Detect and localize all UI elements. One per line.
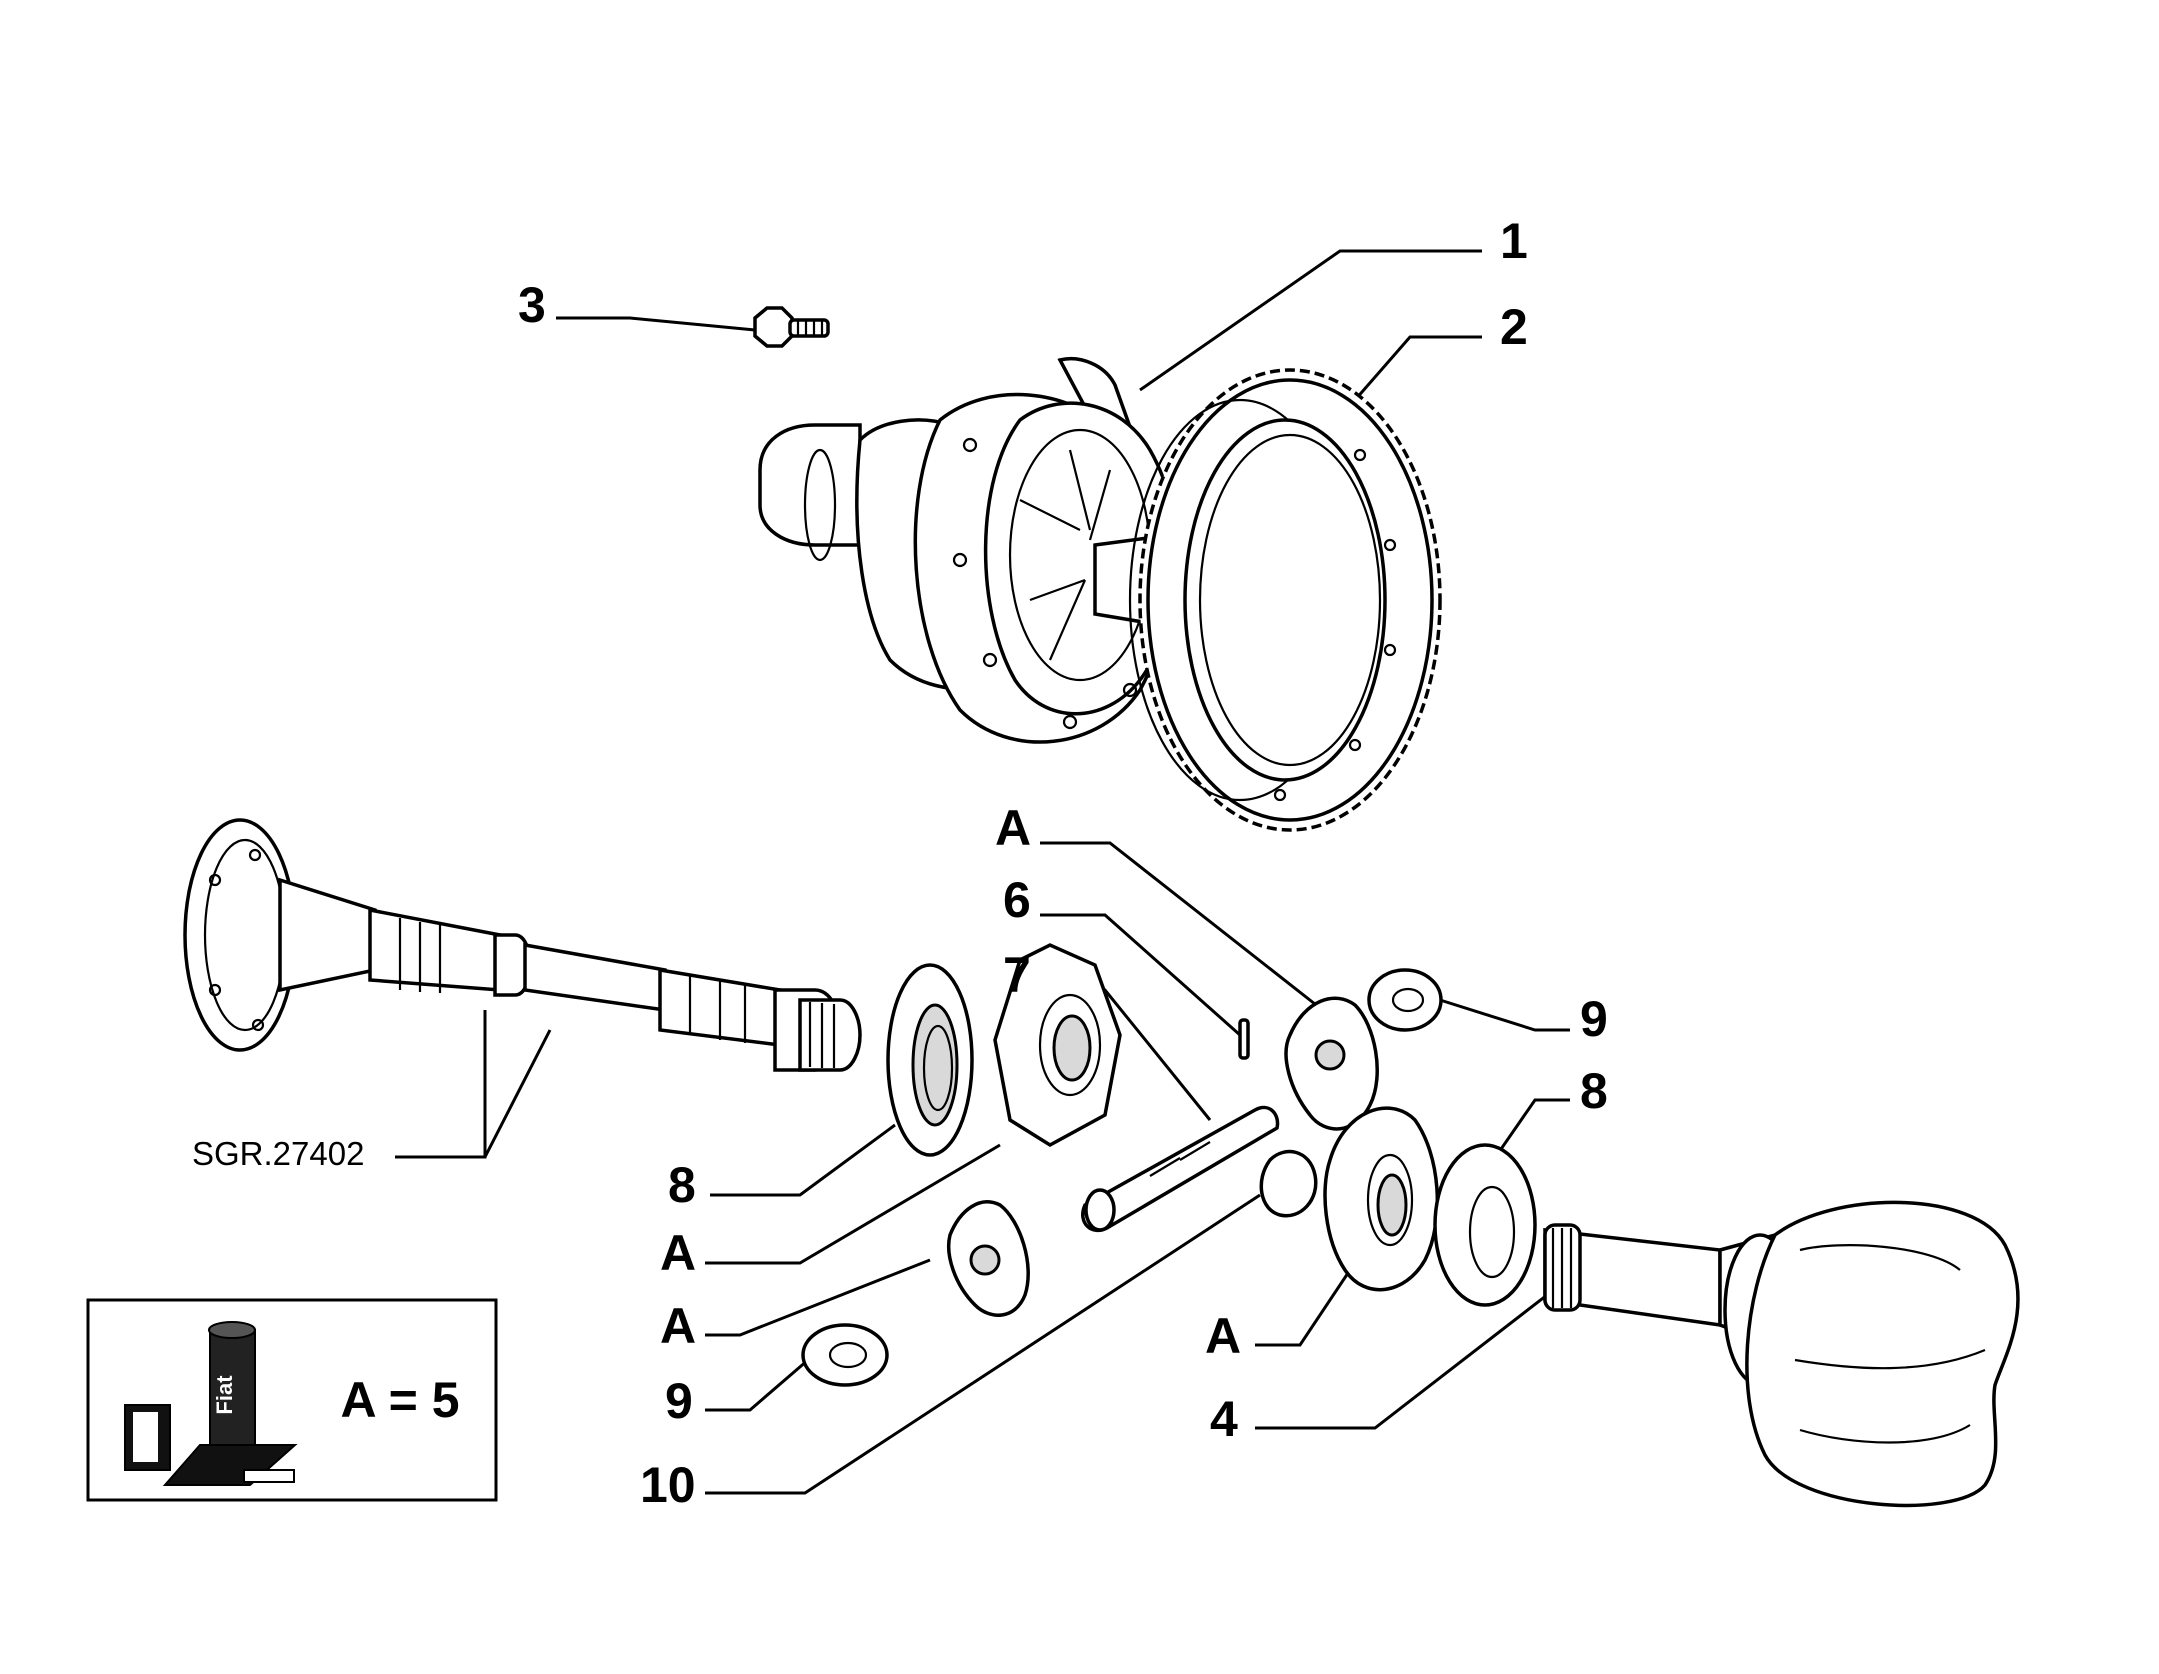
- callout-A-top: A: [995, 800, 1031, 856]
- callout-3: 3: [518, 277, 546, 333]
- leader-1: [1139, 249, 1482, 392]
- leader-code-b: [483, 1029, 552, 1158]
- leader-A-left2: [705, 1258, 931, 1337]
- leader-6: [1040, 913, 1241, 1037]
- callout-4: 4: [1210, 1391, 1238, 1447]
- side-gear-left: [993, 943, 1122, 1148]
- leader-2: [1353, 335, 1482, 401]
- callout-7: 7: [1003, 947, 1031, 1003]
- callout-8-right: 8: [1580, 1063, 1608, 1119]
- legend-equation: A = 5: [340, 1372, 459, 1428]
- callout-A-left2: A: [660, 1298, 696, 1354]
- callout-2: 2: [1500, 299, 1528, 355]
- leader-8-right: [1488, 1098, 1570, 1166]
- axle-shaft-left: [183, 818, 862, 1072]
- pinion-gear-lower-left: [947, 1200, 1030, 1317]
- circlip-part-10: [1259, 1149, 1318, 1218]
- pinion-gear-upper-right: [1284, 996, 1379, 1131]
- callout-8-left: 8: [668, 1157, 696, 1213]
- leader-A-right: [1255, 1269, 1352, 1347]
- callout-9-left: 9: [665, 1373, 693, 1429]
- washer-part-9-right: [1367, 968, 1443, 1032]
- leader-10: [705, 1193, 1261, 1495]
- drawing-code: SGR.27402: [192, 1135, 364, 1172]
- pinion-shaft-part-7: [1081, 1105, 1280, 1233]
- leader-9-right: [1439, 998, 1570, 1032]
- leader-8-left: [710, 1123, 896, 1197]
- leader-code: [395, 1010, 487, 1159]
- legend-box-label: Fiat: [212, 1375, 237, 1415]
- bolt-part-3: [753, 306, 830, 348]
- leader-4: [1255, 1283, 1561, 1430]
- seal-part-8-left: [886, 963, 974, 1157]
- callout-10: 10: [640, 1457, 696, 1513]
- callout-A-left1: A: [660, 1225, 696, 1281]
- leader-A-left1: [705, 1143, 1001, 1265]
- side-gear-right: [1323, 1106, 1440, 1292]
- callout-1: 1: [1500, 213, 1528, 269]
- seal-part-8-right: [1433, 1143, 1537, 1307]
- pin-part-6: [1238, 1018, 1250, 1060]
- leader-9-left: [705, 1358, 809, 1412]
- callout-labels: 1 2 3 A 6 7 9 8 8 A A 9 10 A 4: [518, 213, 1608, 1513]
- callout-6: 6: [1003, 872, 1031, 928]
- lubricant-icon: Fiat: [124, 1321, 298, 1486]
- legend-box: Fiat A = 5: [86, 1298, 498, 1502]
- ring-gear-part-2: [1128, 368, 1442, 832]
- washer-part-9-left: [801, 1323, 889, 1387]
- leader-A-top: [1040, 841, 1321, 1010]
- callout-9-right: 9: [1580, 991, 1608, 1047]
- leader-3: [556, 316, 756, 332]
- differential-housing-part-1: [758, 357, 1187, 744]
- callout-A-right: A: [1205, 1308, 1241, 1364]
- drive-joint-part-4: [1543, 1200, 2020, 1508]
